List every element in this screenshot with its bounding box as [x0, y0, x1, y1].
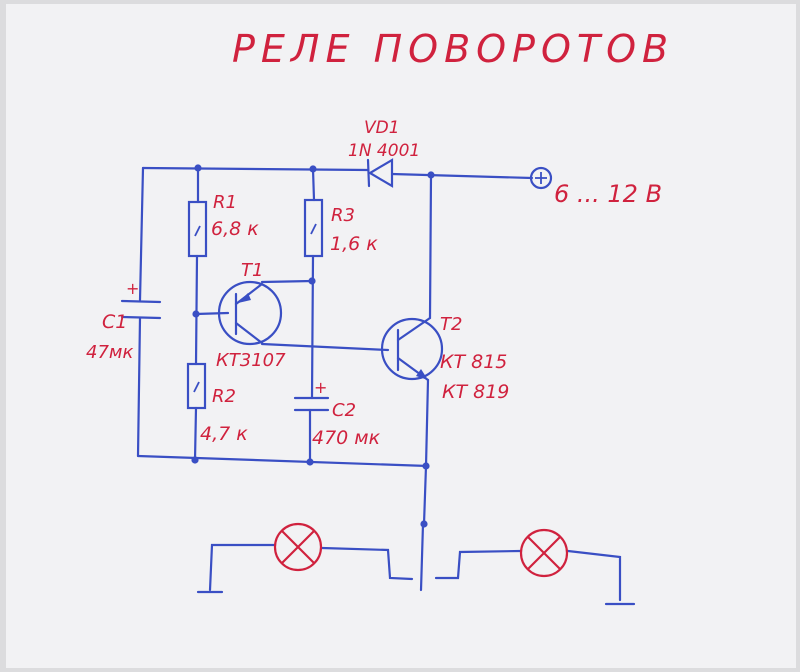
capacitor-c1-plate-bottom: [120, 315, 162, 320]
t1-arrow: [238, 293, 251, 303]
supply-voltage-label: 6 ... 12 В: [554, 180, 662, 208]
t1-collector-leg: [234, 321, 264, 345]
r3-ref-label: R3: [331, 205, 355, 226]
diode-vd1-bar: [366, 158, 371, 188]
wire-right-lamp-right: [566, 549, 622, 602]
lamp-left-icon: [273, 522, 323, 572]
wire-top-rail: [141, 166, 370, 172]
c1-value-label: 47мк: [86, 342, 133, 363]
wire-r2-bottom: [193, 406, 198, 462]
wire-left-lamp: [208, 543, 277, 592]
diode-vd1-icon: [367, 158, 394, 188]
r2-ref-label: R2: [212, 386, 236, 407]
wire-t1-base: [194, 311, 230, 316]
t2-type2-label: КТ 819: [442, 381, 509, 403]
wire-right-lamp-left: [434, 549, 522, 580]
paper: [6, 4, 796, 668]
t1-type-label: КТ3107: [216, 350, 286, 371]
wire-left-rail-lower: [136, 316, 142, 458]
switch-blade: [419, 522, 425, 592]
wire-t1-collector: [260, 342, 390, 352]
r1-value-label: 6,8 к: [211, 218, 259, 240]
diode-type-label: 1N 4001: [348, 141, 420, 161]
t1-emitter-leg: [234, 282, 264, 306]
wire-bottom-rail: [136, 454, 430, 468]
resistor-r1: [187, 200, 208, 258]
wire-t2-collector: [428, 173, 433, 320]
transistor-t2-icon: [380, 317, 444, 381]
junction-node: [422, 462, 430, 470]
wire-left-lamp-right: [320, 546, 414, 581]
junction-node: [191, 456, 199, 464]
junction-node: [306, 458, 314, 466]
r3-value-label: 1,6 к: [330, 233, 378, 255]
r1-mark: [194, 225, 201, 237]
wire-output: [422, 464, 428, 526]
c1-plus: +: [126, 279, 139, 298]
c2-ref-label: C2: [332, 400, 356, 421]
junction-node: [192, 310, 200, 318]
c2-plus: +: [314, 378, 327, 397]
junction-node: [194, 164, 202, 172]
t1-ref-label: T1: [241, 260, 263, 281]
wire-left-rail: [138, 166, 145, 302]
diagram-title: РЕЛЕ ПОВОРОТОВ: [232, 27, 674, 71]
wire-r3-top: [311, 167, 316, 202]
resistor-r2: [186, 362, 207, 410]
r2-mark: [193, 381, 200, 393]
wire-t1-emitter: [260, 279, 314, 284]
junction-node: [420, 520, 428, 528]
r3-mark: [310, 223, 317, 235]
transistor-t1-icon: [217, 280, 283, 346]
capacitor-c1-plate-top: [120, 299, 162, 304]
wire-r1-to-r2: [194, 254, 199, 366]
supply-terminal-icon: [529, 166, 553, 190]
wire-t2-emitter: [424, 378, 430, 468]
lamp-right-icon: [519, 528, 569, 578]
c1-ref-label: C1: [102, 311, 127, 333]
t2-ref-label: T2: [440, 314, 462, 335]
junction-node: [309, 165, 317, 173]
r1-ref-label: R1: [213, 192, 237, 213]
resistor-r3: [303, 198, 324, 258]
junction-node: [427, 171, 435, 179]
t2-arrow: [416, 369, 428, 380]
diode-ref-label: VD1: [364, 118, 400, 138]
c2-value-label: 470 мк: [312, 427, 381, 449]
t2-type1-label: КТ 815: [440, 351, 507, 373]
junction-node: [308, 277, 316, 285]
r2-value-label: 4,7 к: [200, 423, 248, 445]
t2-collector-leg: [396, 316, 432, 342]
wire-r3-bottom: [310, 254, 315, 400]
wire-diode-to-supply: [390, 172, 534, 180]
